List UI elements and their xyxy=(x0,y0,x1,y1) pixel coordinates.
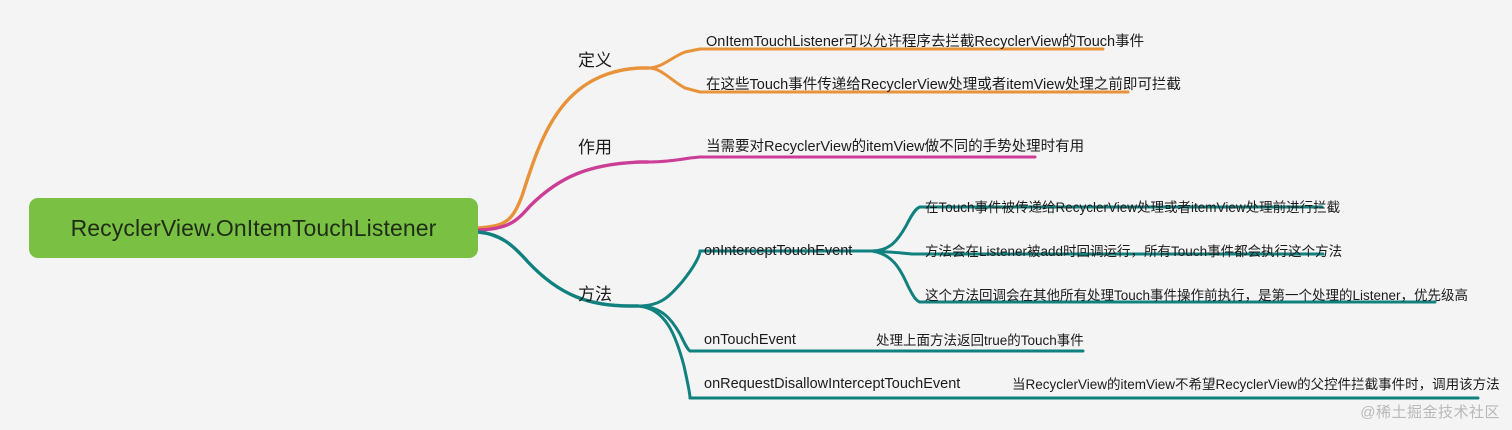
connector-purpose-to-child-1 xyxy=(646,155,702,164)
watermark: @稀土掘金技术社区 xyxy=(1360,404,1500,421)
connector-intercept-to-child-2 xyxy=(870,249,922,256)
connector-methods-to-disallow xyxy=(636,304,692,400)
root-node[interactable]: RecyclerView.OnItemTouchListener xyxy=(29,198,478,258)
disallow-child-1[interactable]: 当RecyclerView的itemView不希望RecyclerView的父控… xyxy=(1012,377,1500,392)
branch-label-methods[interactable]: 方法 xyxy=(578,285,612,304)
touchevent-child-1[interactable]: 处理上面方法返回true的Touch事件 xyxy=(876,333,1084,348)
connector-root-to-definition xyxy=(476,66,650,230)
connector-intercept-to-child-1 xyxy=(870,205,922,253)
intercept-child-1[interactable]: 在Touch事件被传递给RecyclerView处理或者itemView处理前进… xyxy=(925,200,1341,215)
connector-root-to-purpose xyxy=(476,160,650,232)
intercept-child-2[interactable]: 方法会在Listener被add时回调运行，所有Touch事件都会执行这个方法 xyxy=(925,244,1343,259)
branch-label-definition[interactable]: 定义 xyxy=(578,51,612,70)
connector-intercept-to-child-3 xyxy=(870,249,922,304)
connector-definition-to-child-2 xyxy=(646,66,702,94)
branch-label-purpose[interactable]: 作用 xyxy=(578,138,612,157)
connector-methods-to-touchevent xyxy=(636,304,692,353)
purpose-child-1[interactable]: 当需要对RecyclerView的itemView做不同的手势处理时有用 xyxy=(706,139,1085,155)
method-on-intercept-touch-event[interactable]: onInterceptTouchEvent xyxy=(704,243,853,259)
intercept-child-3[interactable]: 这个方法回调会在其他所有处理Touch事件操作前执行，是第一个处理的Listen… xyxy=(925,288,1469,303)
method-on-request-disallow-intercept-touch-event[interactable]: onRequestDisallowInterceptTouchEvent xyxy=(704,376,961,392)
root-node-label: RecyclerView.OnItemTouchListener xyxy=(70,214,437,241)
definition-child-1[interactable]: OnItemTouchListener可以允许程序去拦截RecyclerView… xyxy=(706,34,1145,50)
definition-child-2[interactable]: 在这些Touch事件传递给RecyclerView处理或者itemView处理之… xyxy=(706,77,1181,93)
method-on-touch-event[interactable]: onTouchEvent xyxy=(704,332,796,348)
connector-root-to-methods xyxy=(476,230,640,308)
connector-methods-to-intercept xyxy=(636,249,702,308)
connector-definition-to-child-1 xyxy=(646,47,702,70)
